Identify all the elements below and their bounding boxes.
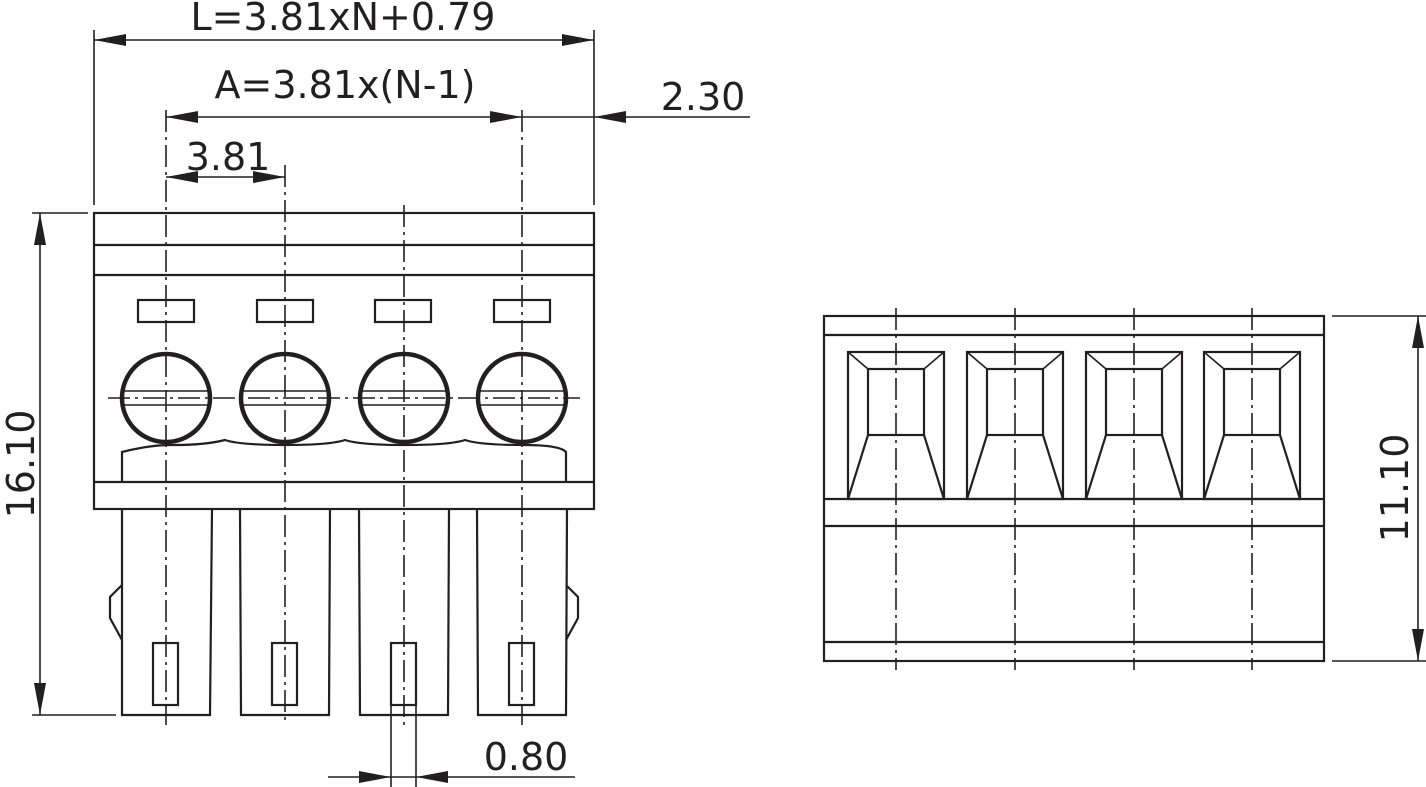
latch xyxy=(565,584,580,641)
dim-length: L=3.81xN+0.79 xyxy=(93,0,595,205)
length-formula-label: L=3.81xN+0.79 xyxy=(191,0,496,39)
pitch-label: 3.81 xyxy=(186,135,271,179)
pitch-formula-label: A=3.81x(N-1) xyxy=(215,63,476,107)
side-outline xyxy=(822,314,1326,663)
housing-step xyxy=(120,438,568,482)
end-offset-label: 2.30 xyxy=(661,75,746,119)
side-view: 11.10 xyxy=(822,308,1426,670)
dim-side-height: 11.10 xyxy=(1332,315,1426,662)
pin-body xyxy=(120,508,214,717)
pin-width-label: 0.80 xyxy=(484,735,569,779)
height-label: 16.10 xyxy=(0,410,43,519)
dim-height: 16.10 xyxy=(0,212,116,716)
dim-pin-width: 0.80 xyxy=(328,705,575,787)
housing-outline xyxy=(92,211,596,511)
side-height-label: 11.10 xyxy=(1373,434,1417,543)
front-view: L=3.81xN+0.79 A=3.81x(N-1) 2.30 3.81 16.… xyxy=(0,0,750,787)
slot xyxy=(373,298,433,324)
pin-body xyxy=(238,508,332,717)
dim-pitch: 3.81 xyxy=(166,135,285,183)
dim-pitch-total: A=3.81x(N-1) 2.30 xyxy=(166,63,750,123)
latch xyxy=(108,584,123,641)
